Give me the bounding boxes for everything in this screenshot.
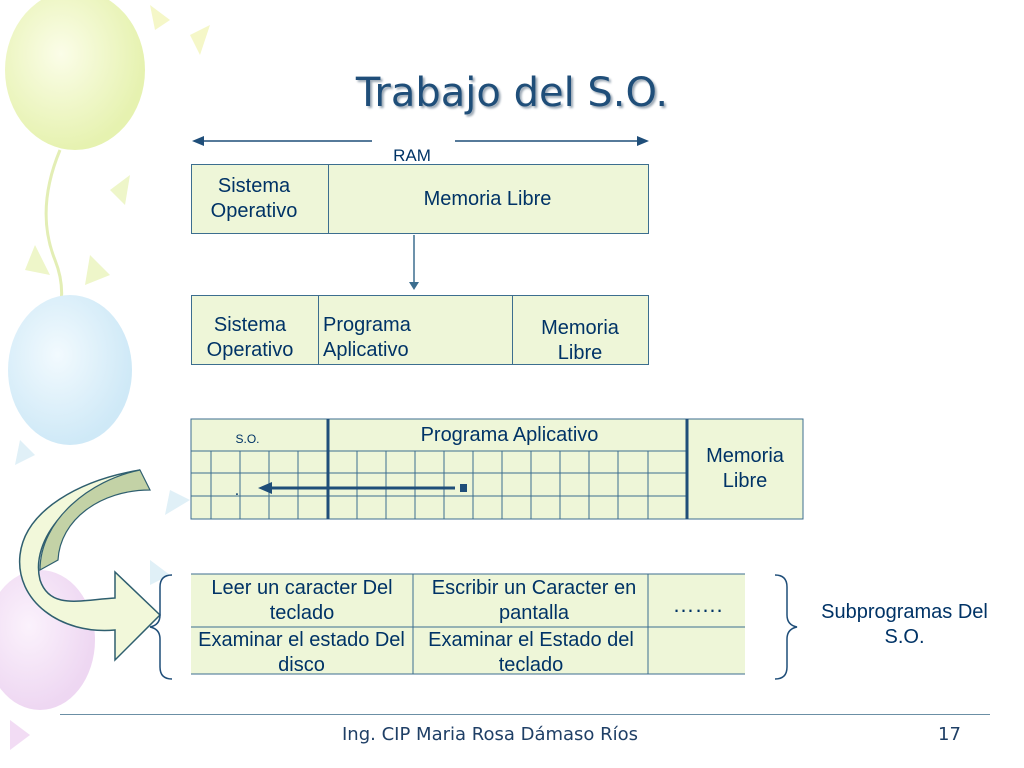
os-block bbox=[192, 165, 329, 233]
ram-label: RAM bbox=[393, 146, 431, 165]
subprogram-read-keyboard: Leer un caracter Del teclado bbox=[211, 577, 393, 624]
page-number: 17 bbox=[938, 724, 961, 745]
memory-row-1 bbox=[191, 164, 649, 234]
subprogram-disk-status: Examinar el estado Del disco bbox=[198, 629, 405, 676]
slide-title: Trabajo del S.O. bbox=[355, 70, 669, 116]
dot-marker: . bbox=[234, 482, 240, 499]
footer-divider bbox=[60, 714, 990, 715]
app-block bbox=[319, 296, 513, 364]
app-label-row3: Programa Aplicativo bbox=[420, 424, 599, 446]
subprograms-label: Subprogramas Del S.O. bbox=[821, 601, 988, 648]
subprogram-write-screen: Escribir un Caracter en pantalla bbox=[431, 577, 637, 624]
os-label-row3: S.O. bbox=[235, 432, 260, 446]
footer-author: Ing. CIP Maria Rosa Dámaso Ríos bbox=[342, 724, 639, 745]
subprogram-keyboard-status: Examinar el Estado del teclado bbox=[428, 629, 634, 676]
os-label-row2: Sistema Operativo bbox=[206, 314, 294, 361]
os-block bbox=[192, 296, 319, 364]
memory-row-2 bbox=[191, 295, 649, 365]
blue-balloon bbox=[8, 295, 132, 445]
app-label-row2: Programa Aplicativo bbox=[323, 314, 411, 361]
subprogram-ellipsis: ……. bbox=[672, 592, 723, 617]
free-memory-label-row1: Memoria Libre bbox=[423, 188, 552, 210]
free-memory-label-row2: Memoria Libre bbox=[541, 317, 619, 364]
free-memory-label-row3: Memoria Libre bbox=[706, 445, 784, 492]
os-label-row1: Sistema Operativo bbox=[210, 175, 298, 222]
yellow-balloon-top bbox=[5, 0, 145, 150]
